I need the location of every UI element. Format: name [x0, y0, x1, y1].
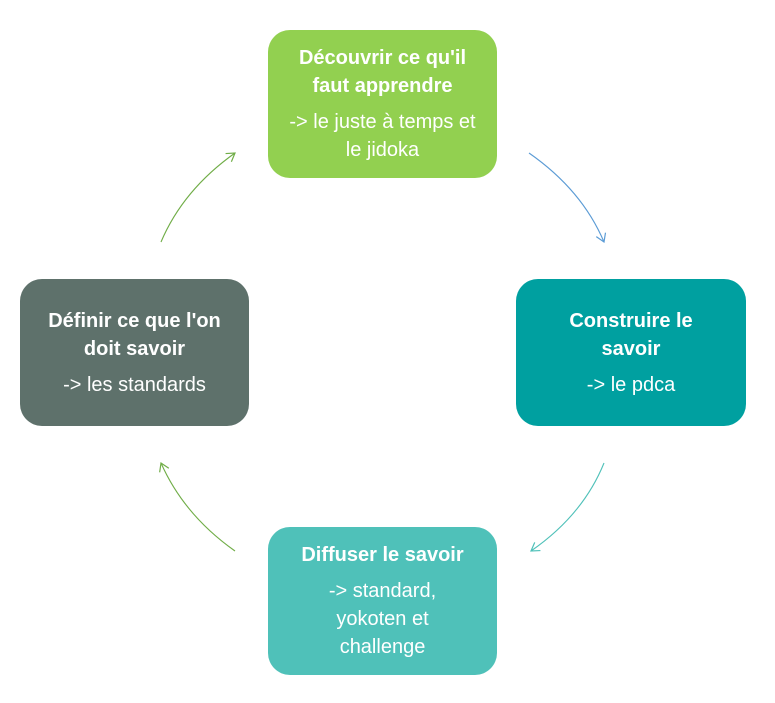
arrow-right-to-bottom: [530, 462, 605, 552]
arrow-bottom-to-left: [159, 461, 236, 552]
node-diffuser-title: Diffuser le savoir: [301, 544, 464, 566]
node-decouvrir-subtitle: -> le juste à temps et le jidoka: [289, 111, 476, 161]
arrow-left-to-top: [160, 152, 236, 243]
node-diffuser: Diffuser le savoir -> standard, yokoten …: [268, 527, 497, 675]
node-definir: Définir ce que l'on doit savoir -> les s…: [20, 279, 249, 426]
node-construire-subtitle: -> le pdca: [586, 373, 676, 396]
node-definir-subtitle: -> les standards: [63, 373, 206, 396]
node-decouvrir: Découvrir ce qu'il faut apprendre -> le …: [268, 30, 497, 178]
node-construire-title: Construire le savoir: [569, 309, 693, 360]
arrow-top-to-right: [528, 152, 607, 244]
node-construire: Construire le savoir -> le pdca: [516, 279, 746, 426]
node-definir-title: Définir ce que l'on doit savoir: [48, 309, 221, 360]
node-decouvrir-title: Découvrir ce qu'il faut apprendre: [298, 47, 467, 97]
node-diffuser-subtitle: -> standard, yokoten et challenge: [328, 580, 437, 658]
